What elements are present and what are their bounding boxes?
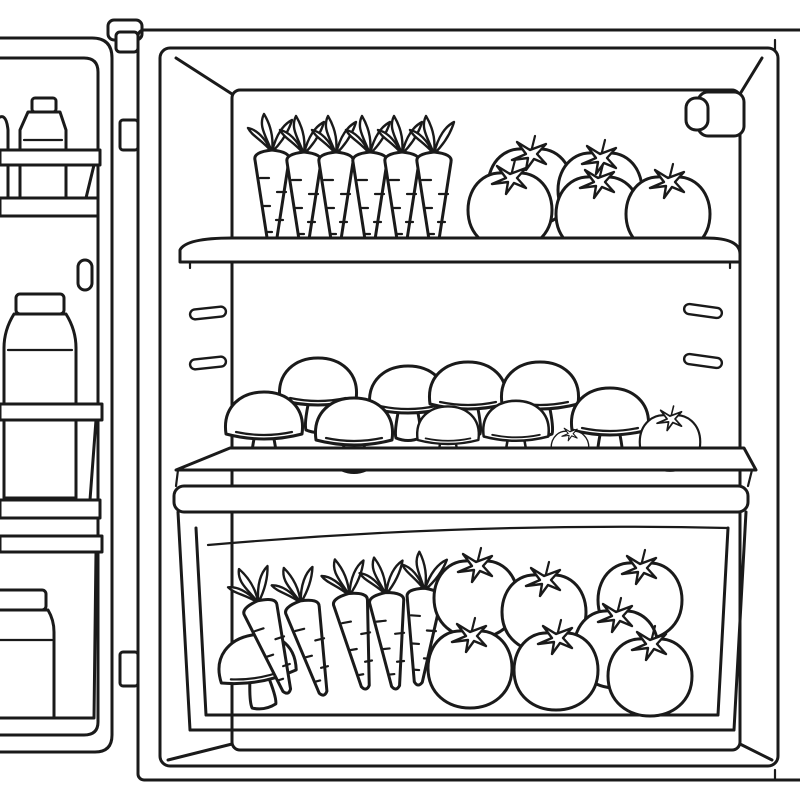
carrot-bunch (246, 112, 456, 251)
door-bin-bottom (0, 534, 104, 720)
tomato-pile-drawer (426, 546, 694, 718)
door-handle[interactable] (76, 258, 94, 292)
bottle-icon (2, 292, 78, 500)
door-bin-middle (0, 292, 104, 520)
fridge-light-icon (684, 90, 746, 138)
middle-shelf (172, 356, 758, 514)
crisper-lid (172, 484, 750, 514)
glass-shelf (178, 236, 742, 264)
door-bin-top (0, 96, 102, 218)
crisper-drawer[interactable] (176, 510, 748, 732)
glass-shelf (174, 446, 758, 472)
shelf-supports (188, 302, 724, 371)
fridge-door[interactable] (0, 36, 114, 754)
top-shelf (178, 112, 742, 270)
tomato-pile-top (466, 134, 712, 256)
fridge-cabinet (136, 28, 800, 782)
jar-icon (0, 588, 56, 720)
